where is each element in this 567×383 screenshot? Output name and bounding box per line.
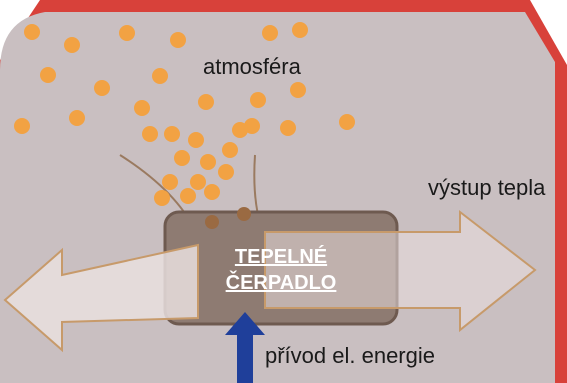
heat-particle	[290, 82, 306, 98]
heat-particle	[40, 67, 56, 83]
heat-particle	[134, 100, 150, 116]
heat-particle	[14, 118, 30, 134]
heat-particle	[174, 150, 190, 166]
particles-group	[14, 22, 355, 229]
heat-particle	[204, 184, 220, 200]
heat-particle	[154, 190, 170, 206]
heat-particle	[218, 164, 234, 180]
heat-particle	[188, 132, 204, 148]
heat-particle	[94, 80, 110, 96]
heat-particle	[190, 174, 206, 190]
heat-particle	[250, 92, 266, 108]
cooled-particle	[205, 215, 219, 229]
heat-particle	[152, 68, 168, 84]
heat-particle	[69, 110, 85, 126]
heat-pump-label-line1: TEPELNÉ	[234, 246, 328, 268]
heat-particle	[170, 32, 186, 48]
heat-particle	[200, 154, 216, 170]
heat-particle	[180, 188, 196, 204]
heat-particle	[232, 122, 248, 138]
heat-pump-label-line2: ČERPADLO	[225, 272, 337, 294]
atmosphere-label: atmosféra	[203, 54, 301, 79]
heat-particle	[142, 126, 158, 142]
heat-particle	[280, 120, 296, 136]
power-input-label: přívod el. energie	[265, 343, 435, 368]
heat-particle	[24, 24, 40, 40]
heat-particle	[162, 174, 178, 190]
heat-particle	[339, 114, 355, 130]
heat-particle	[222, 142, 238, 158]
heat-output-label: výstup tepla	[428, 175, 546, 200]
heat-particle	[198, 94, 214, 110]
cooled-particle	[237, 207, 251, 221]
heat-output-arrow	[264, 209, 537, 333]
heat-particle	[119, 25, 135, 41]
power-input-arrow	[225, 312, 265, 383]
left-outflow-arrow	[3, 243, 199, 353]
heat-pump-label: TEPELNÉ ČERPADLO	[196, 244, 366, 296]
heat-particle	[164, 126, 180, 142]
heat-particle	[64, 37, 80, 53]
heat-particle	[292, 22, 308, 38]
heat-particle	[262, 25, 278, 41]
